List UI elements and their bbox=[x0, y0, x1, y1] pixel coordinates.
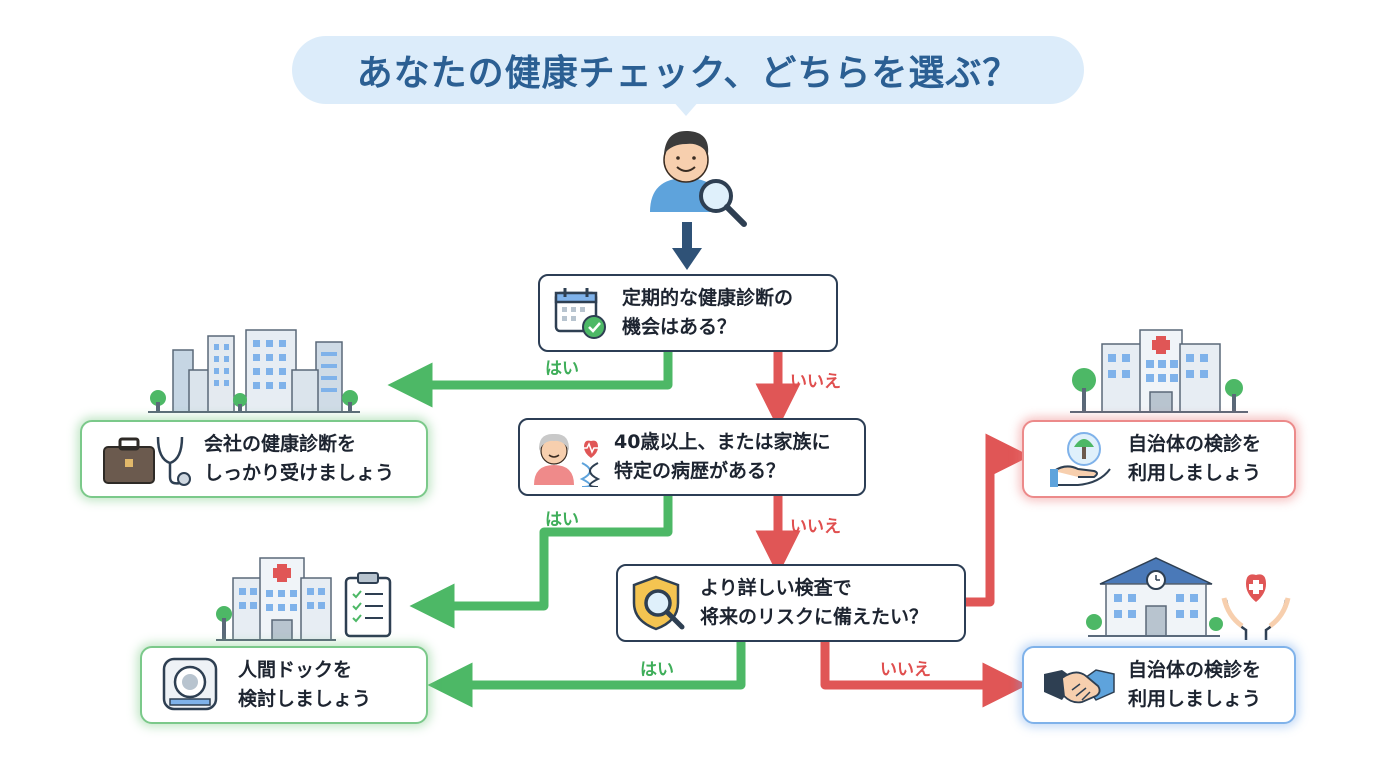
briefcase-stethoscope-icon bbox=[103, 436, 191, 486]
q3-line1: より詳しい検査で bbox=[700, 577, 852, 599]
dock-line2: 検討しましょう bbox=[238, 688, 372, 710]
q1-line2: 機会はある？ bbox=[622, 316, 737, 338]
question-detailed-exam: より詳しい検査で 将来のリスクに備えたい？ bbox=[616, 564, 966, 642]
q3-yes-arrow bbox=[427, 642, 746, 708]
municipal-blue-line1: 自治体の検診を bbox=[1128, 659, 1262, 681]
q2-no-label: いいえ bbox=[790, 517, 841, 537]
result-municipal-red: 自治体の検診を 利用しましょう bbox=[1022, 420, 1296, 498]
q3-yes-label: はい bbox=[640, 660, 674, 680]
elderly-dna-icon bbox=[534, 433, 601, 487]
dock-line1: 人間ドックを bbox=[238, 659, 353, 681]
municipal-red-line1: 自治体の検診を bbox=[1128, 433, 1262, 455]
q3-no-arrow bbox=[820, 642, 1028, 708]
calendar-check-icon bbox=[554, 288, 606, 339]
q2-yes-arrow bbox=[409, 496, 673, 629]
result-municipal-blue: 自治体の検診を 利用しましょう bbox=[1022, 646, 1296, 724]
q3-no-label: いいえ bbox=[880, 660, 931, 680]
q2-line2: 特定の病歴がある？ bbox=[614, 460, 786, 482]
start-arrow bbox=[672, 222, 702, 270]
q2-yes-label: はい bbox=[545, 510, 579, 530]
q1-no-label: いいえ bbox=[790, 372, 841, 392]
q2-line1: 40歳以上、または家族に bbox=[614, 431, 831, 453]
q1-yes-arrow bbox=[387, 352, 673, 408]
shield-magnifier-icon bbox=[632, 575, 685, 631]
municipal-blue-line2: 利用しましょう bbox=[1128, 688, 1262, 710]
page-title: あなたの健康チェック、どちらを選ぶ？ bbox=[356, 53, 1020, 94]
q3-line2: 将来のリスクに備えたい？ bbox=[700, 606, 929, 628]
title-banner: あなたの健康チェック、どちらを選ぶ？ bbox=[292, 36, 1084, 104]
municipal-red-line2: 利用しましょう bbox=[1128, 462, 1262, 484]
title-tail bbox=[672, 100, 700, 116]
company-line1: 会社の健康診断を bbox=[204, 433, 357, 455]
handshake-icon bbox=[1044, 669, 1115, 704]
q1-line1: 定期的な健康診断の bbox=[622, 287, 794, 309]
hands-tree-icon bbox=[1050, 432, 1111, 487]
q3-up-arrow bbox=[966, 433, 1031, 607]
result-human-dock: 人間ドックを 検討しましょう bbox=[140, 646, 428, 724]
question-regular-checkup: 定期的な健康診断の 機会はある？ bbox=[538, 274, 838, 352]
mri-scanner-icon bbox=[162, 657, 218, 711]
company-line2: しっかり受けましょう bbox=[204, 462, 395, 484]
q1-yes-label: はい bbox=[545, 359, 579, 379]
result-company-checkup: 会社の健康診断を しっかり受けましょう bbox=[80, 420, 428, 498]
question-age-family-history: 40歳以上、または家族に 特定の病歴がある？ bbox=[518, 418, 866, 496]
